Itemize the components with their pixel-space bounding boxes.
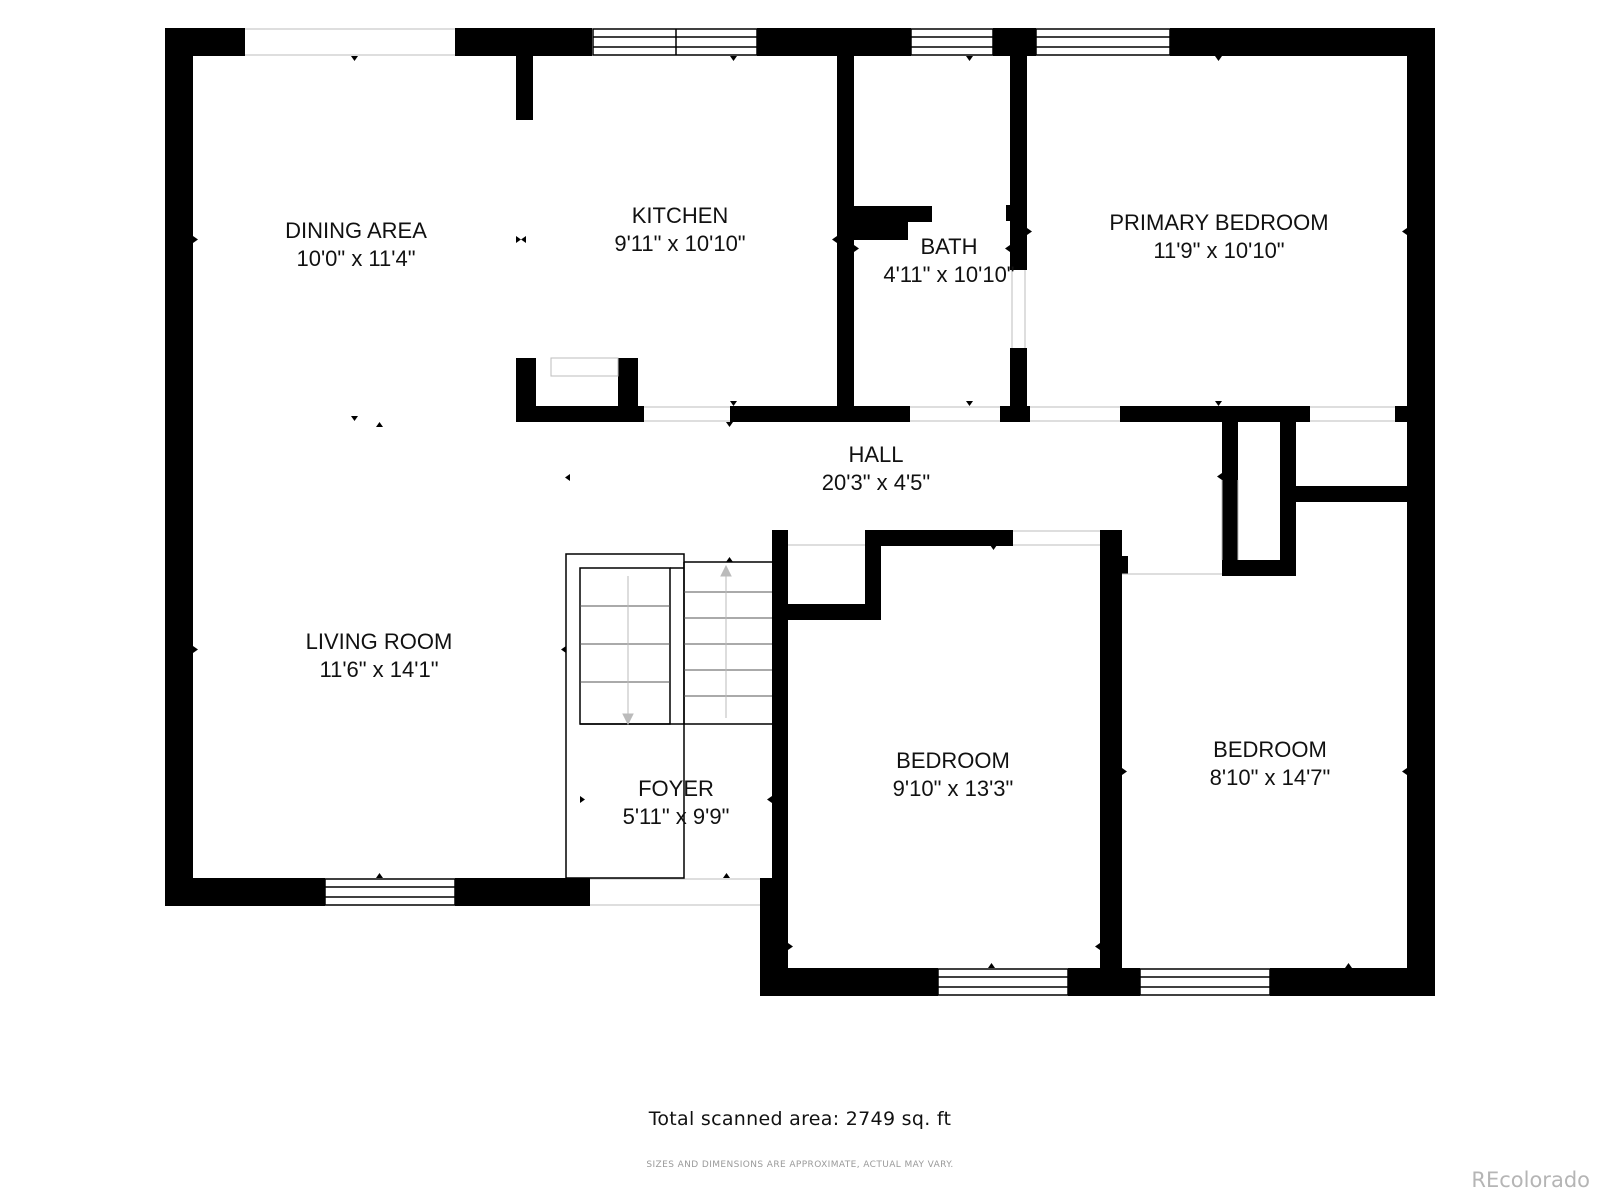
total-area-caption: Total scanned area: 2749 sq. ft [648,1108,952,1130]
room-name-living-room: LIVING ROOM [306,629,453,654]
room-dims-dining-area: 10'0" x 11'4" [296,246,415,271]
staircase [565,553,772,879]
stair-arrows [622,564,732,726]
windows [324,28,1271,996]
room-name-primary-bedroom: PRIMARY BEDROOM [1109,210,1328,235]
room-name-bath: BATH [920,234,977,259]
room-name-foyer: FOYER [638,776,714,801]
room-dims-primary-bedroom: 11'9" x 10'10" [1153,238,1284,263]
room-dims-foyer: 5'11" x 9'9" [623,804,730,829]
walls [165,28,1435,996]
openings [245,28,1395,906]
brand-watermark: REcolorado [1471,1168,1590,1192]
room-name-dining-area: DINING AREA [285,218,427,243]
stair-treads [580,591,772,697]
dimension-markers [193,56,1407,968]
room-name-hall: HALL [848,442,903,467]
room-dims-bedroom-2: 8'10" x 14'7" [1210,765,1331,790]
room-dims-bath: 4'11" x 10'10" [883,262,1014,287]
room-dims-kitchen: 9'11" x 10'10" [614,231,745,256]
room-dims-bedroom-1: 9'10" x 13'3" [893,776,1014,801]
room-name-kitchen: KITCHEN [632,203,729,228]
room-name-bedroom-2: BEDROOM [1213,737,1327,762]
room-labels: DINING AREA 10'0" x 11'4" KITCHEN 9'11" … [285,203,1330,829]
disclaimer-note: SIZES AND DIMENSIONS ARE APPROXIMATE, AC… [646,1160,954,1170]
room-dims-hall: 20'3" x 4'5" [822,470,930,495]
room-name-bedroom-1: BEDROOM [896,748,1010,773]
room-dims-living-room: 11'6" x 14'1" [319,657,438,682]
